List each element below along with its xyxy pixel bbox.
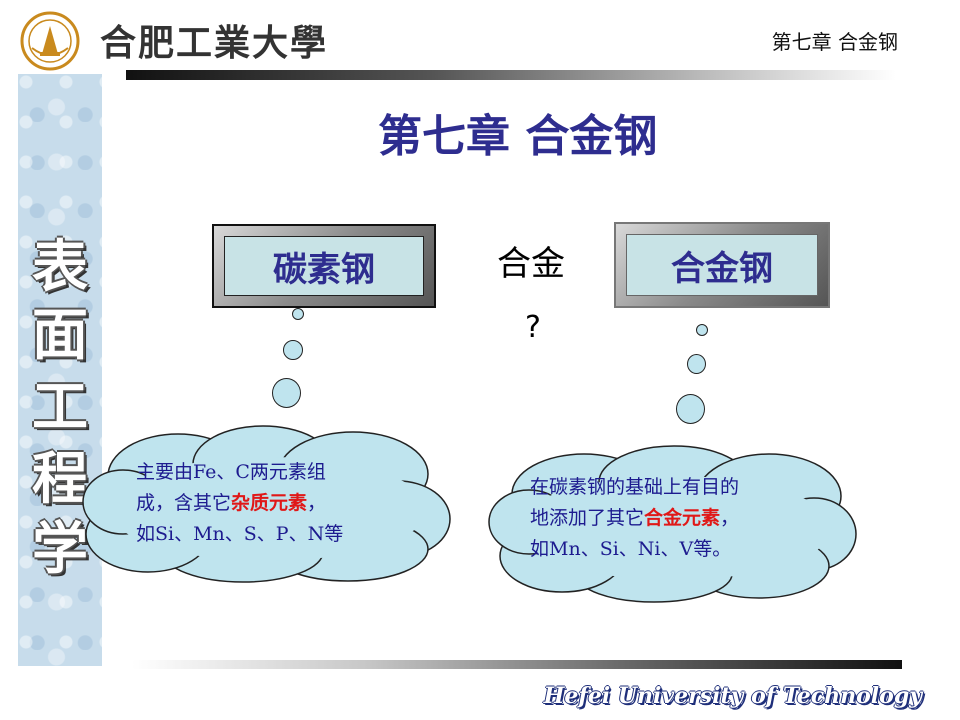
right-cloud-text-plain: 地添加了其它	[530, 507, 645, 529]
left-cloud-text-plain: ，	[307, 492, 327, 514]
right-cloud-text: 在碳素钢的基础上有目的 地添加了其它合金元素， 如Mn、Si、Ni、V等。	[530, 472, 840, 565]
carbon-steel-label: 碳素钢	[224, 236, 424, 296]
alloy-steel-label: 合金钢	[626, 234, 818, 296]
left-cloud-line: 如Si、Mn、S、P、N等	[136, 523, 344, 545]
side-char: 学	[32, 516, 88, 582]
thought-bubble-dot	[687, 354, 706, 374]
middle-label: 合金	[497, 244, 565, 284]
page-title: 第七章 合金钢	[378, 111, 658, 162]
side-char: 工	[32, 374, 88, 440]
alloy-steel-box: 合金钢	[614, 222, 830, 308]
side-char: 程	[32, 446, 88, 512]
university-name: 合肥工業大學	[100, 22, 329, 64]
left-cloud-shape	[82, 425, 451, 583]
thought-bubble-dot	[283, 340, 303, 360]
thought-bubble-dot	[676, 394, 705, 424]
footer-divider	[132, 660, 902, 669]
right-cloud-line: 在碳素钢的基础上有目的	[530, 476, 740, 498]
left-cloud-line: 主要由Fe、C两元素组	[136, 461, 326, 483]
left-cloud-text-plain: 成，含其它	[136, 492, 232, 514]
right-cloud-text-plain: ，	[720, 507, 740, 529]
alloy-elements-highlight: 合金元素	[644, 507, 721, 529]
thought-bubble-dot	[696, 324, 708, 336]
side-char: 面	[32, 302, 88, 368]
side-char: 表	[32, 234, 88, 300]
carbon-steel-box: 碳素钢	[212, 224, 436, 308]
thought-bubble-dot	[272, 378, 301, 408]
right-cloud-shape	[488, 445, 857, 603]
question-mark: ?	[525, 310, 541, 345]
chapter-header: 第七章 合金钢	[771, 30, 898, 54]
side-panel: 表 面 工 程 学	[18, 74, 102, 666]
right-cloud-line: 地添加了其它合金元素，	[530, 503, 840, 534]
footer-university-name: Hefei University of Technology	[543, 683, 922, 709]
university-logo-icon	[18, 10, 94, 72]
header-divider	[126, 70, 896, 80]
left-cloud-text: 主要由Fe、C两元素组 成，含其它杂质元素， 如Si、Mn、S、P、N等	[136, 457, 436, 550]
left-cloud-line: 成，含其它杂质元素，	[136, 488, 436, 519]
right-cloud-line: 如Mn、Si、Ni、V等。	[530, 538, 732, 560]
impurity-elements-highlight: 杂质元素	[231, 492, 308, 514]
thought-bubble-dot	[292, 308, 304, 320]
